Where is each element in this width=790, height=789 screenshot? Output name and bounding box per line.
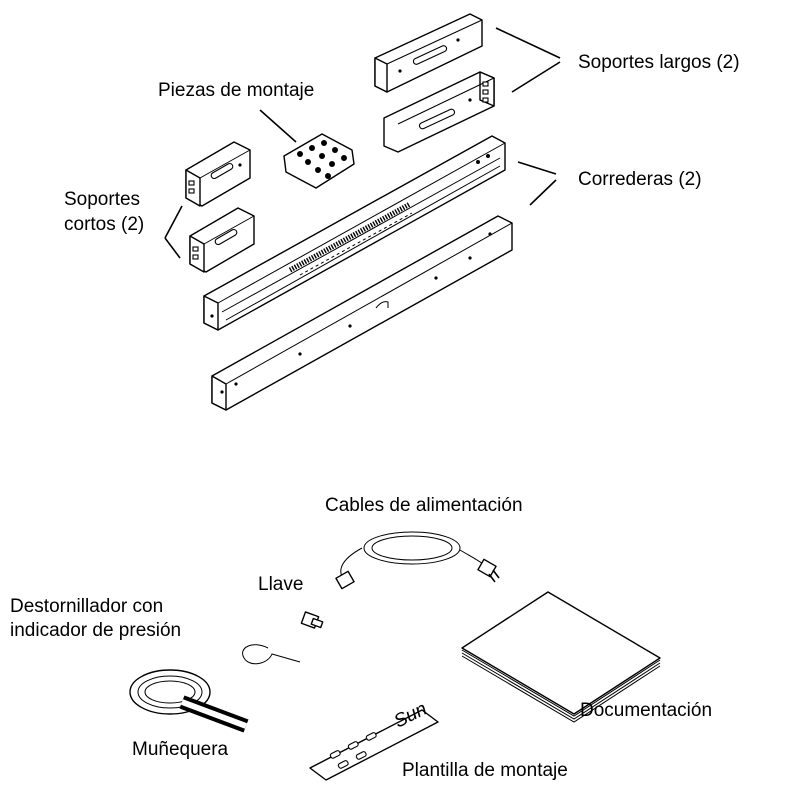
label-destornillador-line1: Destornillador con (10, 596, 163, 617)
label-llave: Llave (258, 574, 303, 595)
label-soportes-cortos-line2: cortos (2) (64, 214, 144, 235)
label-soportes-largos: Soportes largos (2) (578, 52, 740, 73)
slide-rail-front (203, 135, 506, 331)
screwdriver-clip (242, 644, 301, 665)
label-piezas-de-montaje: Piezas de montaje (158, 80, 314, 101)
short-bracket-top (185, 141, 251, 207)
wrist-strap (129, 669, 249, 733)
label-correderas: Correderas (2) (578, 169, 702, 190)
label-munequera: Muñequera (132, 739, 229, 760)
slide-rail-back (211, 215, 513, 411)
long-bracket-bottom (383, 71, 495, 153)
label-destornillador-line2: indicador de presión (10, 620, 181, 641)
short-bracket-bottom (189, 207, 255, 273)
label-soportes-cortos-line1: Soportes (64, 189, 140, 210)
mounting-hardware-bag (283, 133, 355, 189)
label-cables-de-alimentacion: Cables de alimentación (325, 495, 523, 516)
leader-lines-top (164, 27, 561, 259)
power-cables (335, 531, 500, 590)
long-bracket-top (374, 13, 483, 93)
key (300, 611, 324, 629)
documentation (461, 591, 661, 723)
label-plantilla-de-montaje: Plantilla de montaje (402, 760, 568, 781)
label-documentacion: Documentación (580, 700, 712, 721)
